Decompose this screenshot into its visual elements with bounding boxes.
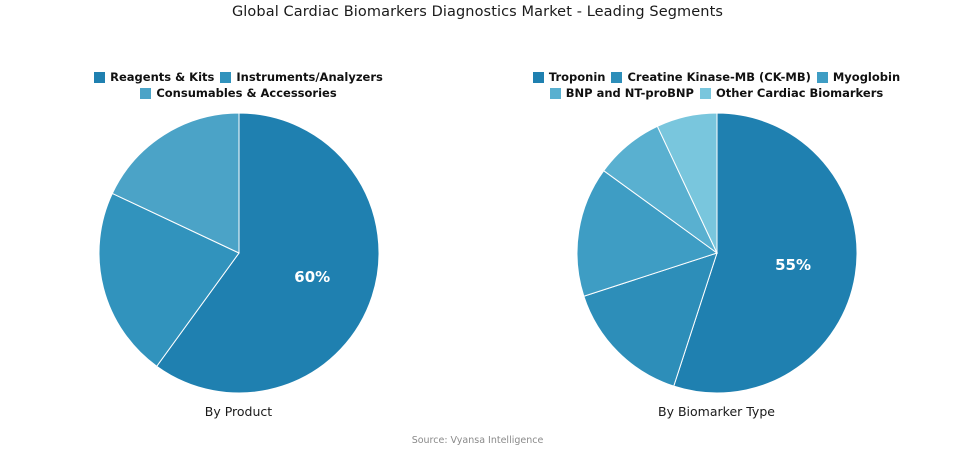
source-note: Source: Vyansa Intelligence <box>411 435 544 446</box>
legend-item-consumables-accessories[interactable]: Consumables & Accessories <box>140 86 337 100</box>
pie-slice-myoglobin[interactable] <box>576 170 718 297</box>
legend-item-reagents-kits[interactable]: Reagents & Kits <box>94 70 214 84</box>
pie-chart-by-biomarker-type: 55% <box>478 108 955 398</box>
legend-label-myoglobin: Myoglobin <box>832 70 901 84</box>
legend-label-reagents-kits: Reagents & Kits <box>110 70 215 84</box>
legend-label-troponin: Troponin <box>548 70 606 84</box>
legend-label-creatine-kinase-mb-ck-mb: Creatine Kinase-MB (CK-MB) <box>627 70 811 84</box>
pie-svg-by-product: 60% <box>98 112 379 394</box>
legend-label-other-cardiac-biomarkers: Other Cardiac Biomarkers <box>715 86 884 100</box>
page-title: Global Cardiac Biomarkers Diagnostics Ma… <box>231 4 724 20</box>
legend-item-creatine-kinase-mb-ck-mb[interactable]: Creatine Kinase-MB (CK-MB) <box>611 70 811 84</box>
pie-panel-by-biomarker-type: Troponin Creatine Kinase-MB (CK-MB) Myoglo… <box>478 70 955 454</box>
legend-label-instruments-analyzers: Instruments/Analyzers <box>236 70 383 84</box>
pie-svg-by-biomarker-type: 55% <box>576 112 857 394</box>
legend-swatch-consumables-accessories <box>140 87 152 99</box>
panel-caption-by-product: By Product <box>204 404 273 419</box>
pie-slice-other-cardiac-biomarkers[interactable] <box>656 112 717 254</box>
pie-slice-value-troponin: 55% <box>775 256 811 274</box>
legend-swatch-other-cardiac-biomarkers <box>699 87 711 99</box>
pie-slice-value-reagents-kits: 60% <box>294 268 330 286</box>
legend-item-troponin[interactable]: Troponin <box>532 70 606 84</box>
legend-by-biomarker-type: Troponin Creatine Kinase-MB (CK-MB) Myoglo… <box>478 70 955 104</box>
legend-item-bnp-and-nt-probnp[interactable]: BNP and NT-proBNP <box>549 86 694 100</box>
pie-slice-consumables-accessories[interactable] <box>111 112 239 254</box>
legend-label-bnp-and-nt-probnp: BNP and NT-proBNP <box>565 86 694 100</box>
pie-chart-by-product: 60% <box>0 108 477 398</box>
panel-caption-by-biomarker-type: By Biomarker Type <box>658 404 775 419</box>
pie-slice-troponin[interactable] <box>672 112 857 394</box>
legend-swatch-myoglobin <box>816 71 828 83</box>
legend-swatch-bnp-and-nt-probnp <box>549 87 561 99</box>
legend-swatch-instruments-analyzers <box>220 71 232 83</box>
pie-slice-creatine-kinase-mb-ck-mb[interactable] <box>582 252 718 387</box>
pie-slice-reagents-kits[interactable] <box>155 112 379 394</box>
legend-swatch-creatine-kinase-mb-ck-mb <box>611 71 623 83</box>
legend-swatch-troponin <box>532 71 544 83</box>
legend-item-other-cardiac-biomarkers[interactable]: Other Cardiac Biomarkers <box>699 86 884 100</box>
legend-swatch-reagents-kits <box>94 71 106 83</box>
legend-item-myoglobin[interactable]: Myoglobin <box>816 70 901 84</box>
legend-item-instruments-analyzers[interactable]: Instruments/Analyzers <box>220 70 383 84</box>
legend-label-consumables-accessories: Consumables & Accessories <box>156 86 337 100</box>
